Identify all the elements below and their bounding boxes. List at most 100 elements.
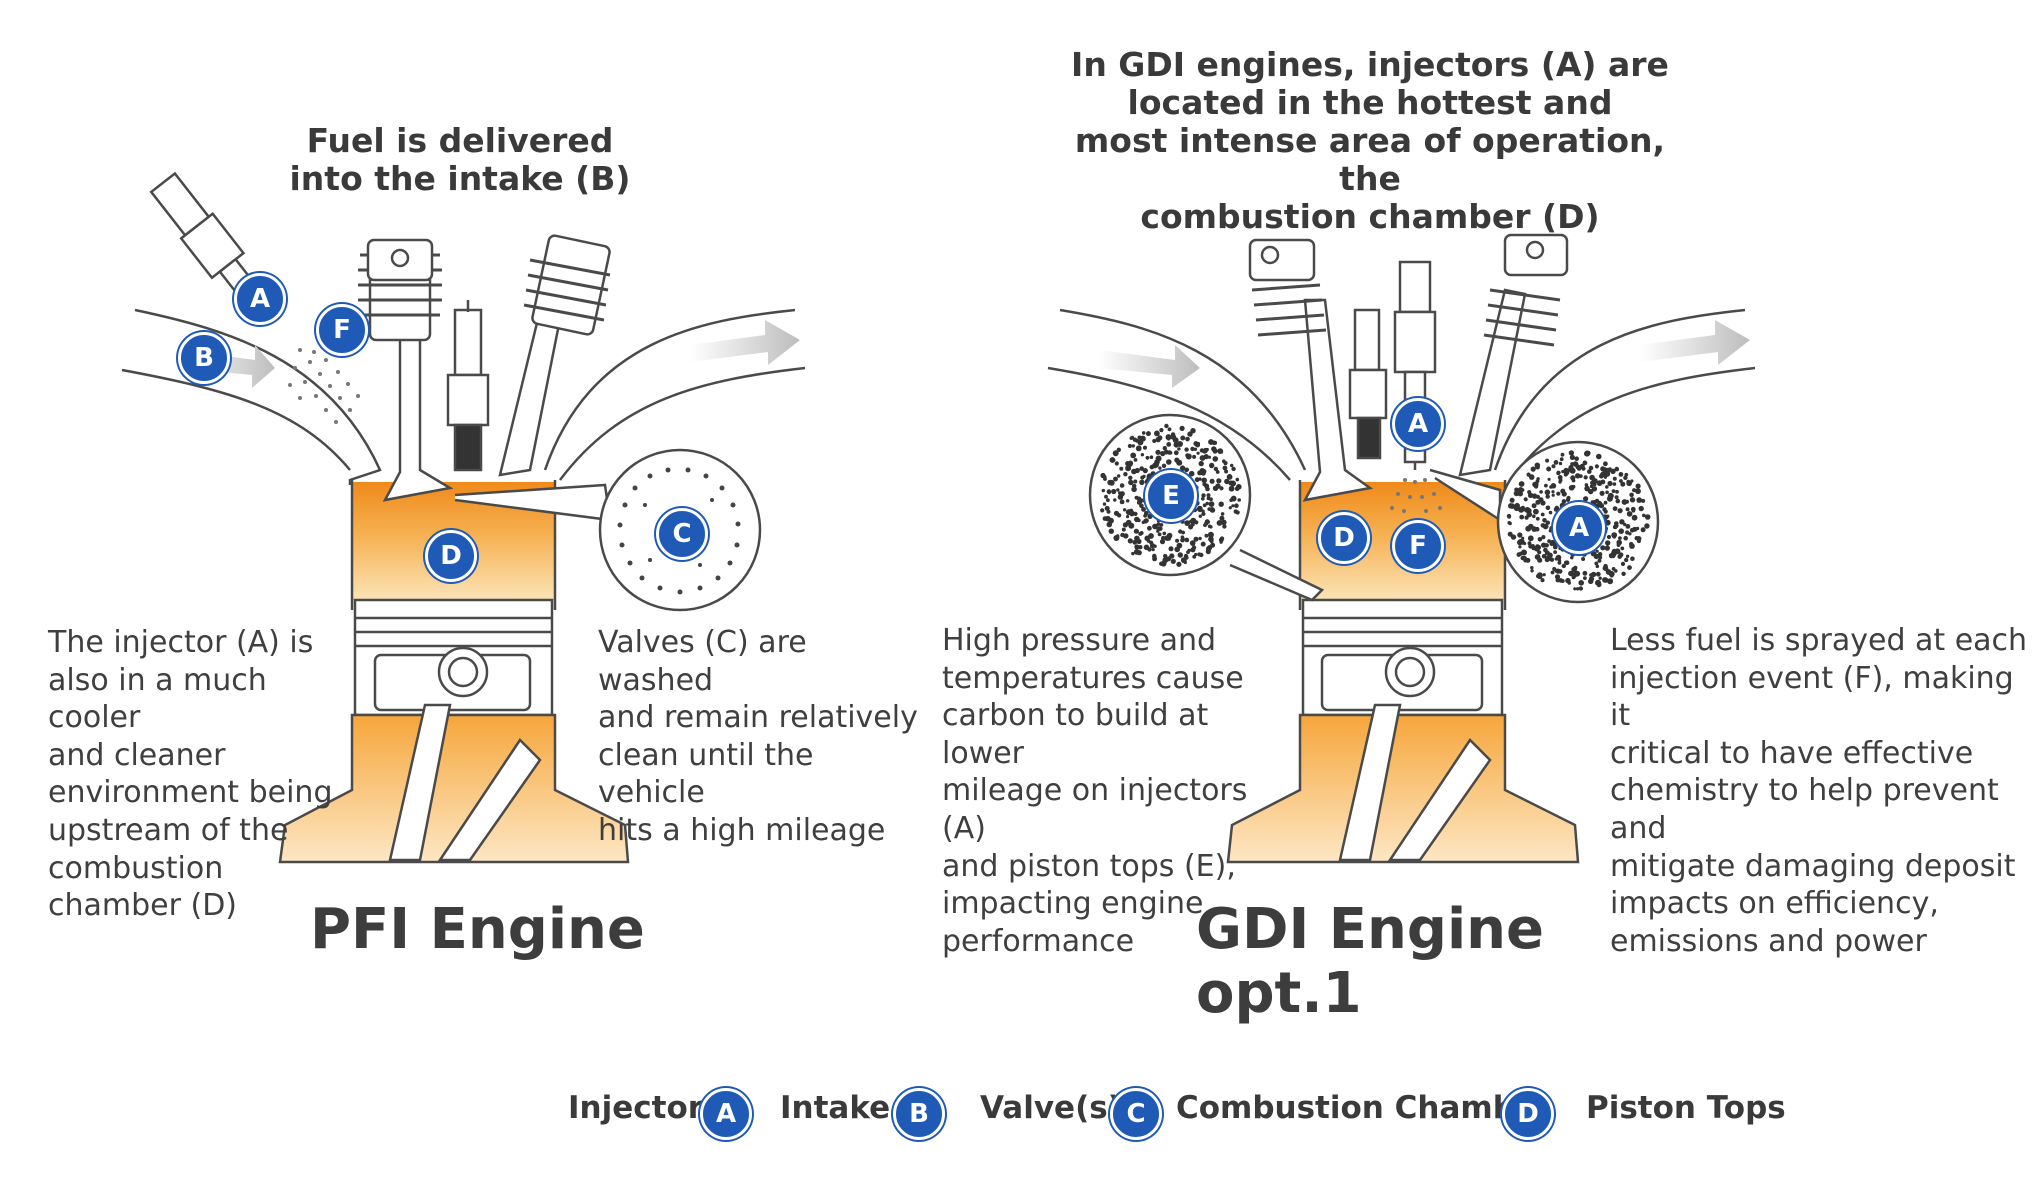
deposit-speck bbox=[1198, 460, 1204, 467]
deposit-speck bbox=[1607, 578, 1614, 585]
deposit-speck bbox=[1176, 542, 1183, 549]
deposit-speck bbox=[1618, 472, 1624, 477]
pfi-left-note: The injector (A) is also in a much coole… bbox=[48, 625, 333, 924]
deposit-speck bbox=[1158, 526, 1163, 531]
deposit-speck bbox=[1530, 569, 1534, 573]
deposit-speck bbox=[1139, 479, 1145, 485]
deposit-speck bbox=[1519, 539, 1525, 545]
gdi-spray-badge: F bbox=[1392, 520, 1444, 572]
deposit-speck bbox=[1629, 541, 1634, 547]
deposit-speck bbox=[1518, 481, 1525, 487]
deposit-speck bbox=[1541, 542, 1547, 548]
deposit-speck bbox=[1605, 485, 1609, 489]
gdi-piston-deposits bbox=[1100, 423, 1242, 567]
gdi-heading-line-3: most intense area of operation, the bbox=[1074, 121, 1666, 198]
deposit-speck bbox=[1525, 525, 1532, 532]
deposit-speck bbox=[1599, 474, 1604, 479]
deposit-speck bbox=[1596, 453, 1602, 460]
deposit-speck bbox=[1128, 475, 1133, 480]
gdi-intake-arrow bbox=[1098, 345, 1200, 388]
deposit-speck bbox=[1582, 570, 1588, 576]
deposit-speck bbox=[1568, 450, 1575, 456]
deposit-speck bbox=[1140, 453, 1145, 457]
deposit-speck bbox=[1527, 541, 1532, 546]
deposit-speck bbox=[1231, 466, 1236, 472]
deposit-speck bbox=[1170, 558, 1176, 564]
deposit-speck bbox=[1621, 499, 1628, 505]
deposit-speck bbox=[1224, 469, 1229, 474]
deposit-speck bbox=[1596, 582, 1602, 588]
deposit-speck bbox=[1573, 565, 1578, 570]
pfi-spark-plug bbox=[453, 308, 483, 377]
deposit-speck bbox=[1560, 488, 1566, 494]
deposit-speck bbox=[1159, 523, 1164, 527]
deposit-speck bbox=[1584, 450, 1590, 457]
deposit-speck bbox=[1184, 447, 1189, 452]
deposit-speck bbox=[1194, 477, 1200, 483]
deposit-speck bbox=[1201, 493, 1206, 498]
gdi-spark-plug bbox=[1353, 308, 1381, 372]
deposit-speck bbox=[1185, 436, 1190, 442]
deposit-speck bbox=[1545, 494, 1550, 499]
deposit-speck bbox=[1209, 497, 1213, 502]
deposit-speck bbox=[1535, 465, 1540, 470]
deposit-speck bbox=[1520, 488, 1525, 492]
deposit-speck bbox=[1583, 576, 1587, 580]
deposit-speck bbox=[1551, 490, 1555, 494]
deposit-speck bbox=[1558, 478, 1563, 483]
deposit-speck bbox=[1142, 468, 1148, 474]
deposit-speck bbox=[1599, 490, 1605, 496]
deposit-speck bbox=[1188, 470, 1195, 477]
deposit-speck bbox=[1139, 503, 1144, 509]
deposit-speck bbox=[1549, 541, 1554, 547]
deposit-speck bbox=[1159, 561, 1164, 566]
pfi-heading-line-2: into the intake (B) bbox=[289, 159, 631, 198]
deposit-speck bbox=[1203, 454, 1209, 460]
gdi-left-note: High pressure and temperatures cause car… bbox=[942, 623, 1248, 959]
deposit-speck bbox=[1607, 480, 1613, 487]
deposit-speck bbox=[1176, 561, 1182, 567]
deposit-speck bbox=[1551, 464, 1556, 469]
deposit-speck bbox=[1221, 519, 1227, 526]
pfi-injector-badge: A bbox=[234, 273, 286, 325]
deposit-speck bbox=[1141, 507, 1146, 512]
deposit-speck bbox=[1602, 507, 1607, 512]
deposit-speck bbox=[1231, 504, 1235, 508]
deposit-speck bbox=[1206, 548, 1211, 553]
deposit-speck bbox=[1200, 541, 1206, 547]
deposit-speck bbox=[1116, 513, 1122, 518]
deposit-speck bbox=[1131, 444, 1136, 448]
deposit-speck bbox=[1155, 436, 1161, 443]
deposit-speck bbox=[1155, 449, 1161, 455]
deposit-speck bbox=[1122, 508, 1127, 512]
deposit-speck bbox=[1542, 518, 1547, 523]
deposit-speck bbox=[1603, 500, 1608, 505]
deposit-speck bbox=[1133, 549, 1140, 555]
deposit-speck bbox=[1216, 520, 1223, 526]
deposit-speck bbox=[1100, 508, 1105, 513]
deposit-speck bbox=[1616, 543, 1621, 547]
deposit-speck bbox=[1175, 538, 1180, 543]
deposit-speck bbox=[1547, 539, 1551, 543]
deposit-speck bbox=[1107, 479, 1113, 486]
deposit-speck bbox=[1129, 436, 1133, 440]
deposit-speck bbox=[1208, 501, 1215, 507]
gdi-engine-block bbox=[1226, 713, 1580, 864]
deposit-speck bbox=[1618, 552, 1624, 558]
deposit-speck bbox=[1108, 517, 1114, 524]
deposit-speck bbox=[1121, 527, 1126, 532]
deposit-speck bbox=[1184, 520, 1191, 526]
deposit-speck bbox=[1206, 520, 1210, 524]
deposit-speck bbox=[1626, 479, 1631, 484]
deposit-speck bbox=[1117, 474, 1121, 478]
deposit-speck bbox=[1159, 539, 1166, 545]
deposit-speck bbox=[1550, 570, 1555, 575]
deposit-speck bbox=[1146, 539, 1151, 543]
legend-intake-badge: B bbox=[893, 1088, 945, 1140]
pfi-valve-deposits bbox=[617, 467, 741, 595]
deposit-speck bbox=[1180, 535, 1185, 539]
deposit-speck bbox=[1193, 447, 1198, 451]
deposit-speck bbox=[1145, 431, 1151, 437]
deposit-speck bbox=[1517, 532, 1523, 538]
